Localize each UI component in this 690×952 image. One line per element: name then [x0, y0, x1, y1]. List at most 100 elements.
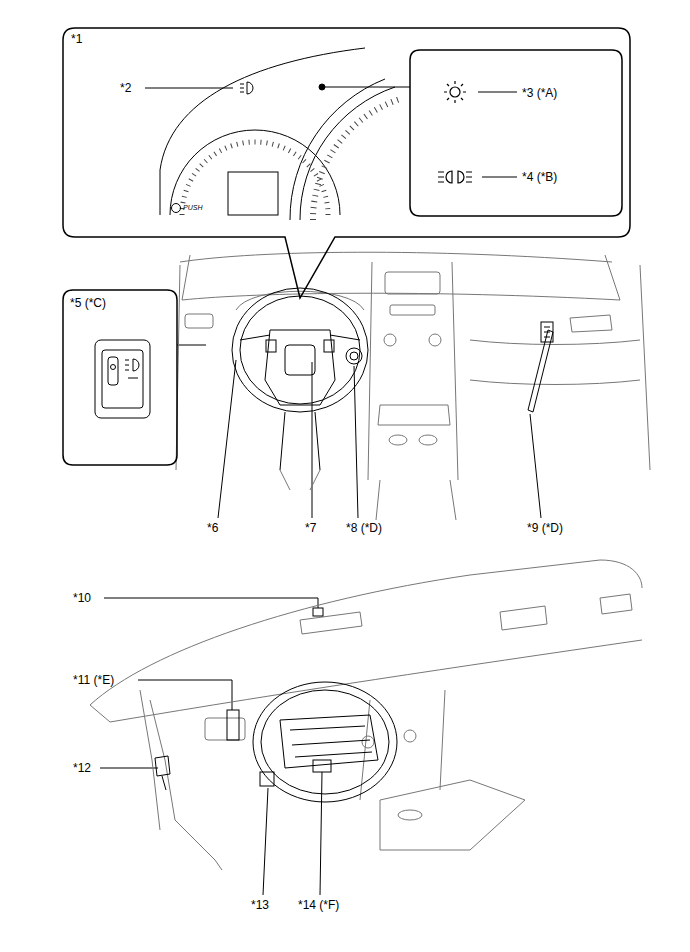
- combination-meter: [247, 82, 253, 94]
- instrument-panel-front: [378, 405, 450, 425]
- callout-number: *3 (*A): [522, 86, 557, 100]
- instrument-panel-front: [376, 480, 456, 520]
- combination-meter: [290, 79, 385, 220]
- dimmer-switch: [125, 360, 129, 370]
- lamp-symbol: [438, 81, 472, 183]
- instrument-panel-front: [385, 272, 440, 294]
- instrument-panel-perspective: [140, 690, 160, 830]
- leader-line: [320, 772, 322, 895]
- instrument-panel-perspective: [404, 730, 416, 742]
- combination-meter: [240, 84, 244, 92]
- glove-box-light-part: [544, 327, 550, 337]
- steering-wheel: [280, 412, 320, 470]
- instrument-panel-front: [452, 262, 458, 480]
- dimmer-switch: [128, 378, 138, 379]
- instrument-panel-front: [429, 334, 441, 346]
- callout-number: *2: [120, 81, 131, 95]
- instrument-panel-front: [176, 252, 650, 520]
- steering-column-parts: [290, 726, 372, 757]
- leader-line: [354, 366, 358, 518]
- leader-line: [530, 414, 541, 518]
- instrument-panel-front: [280, 470, 320, 490]
- steering-wheel: [350, 352, 358, 360]
- callout-number: *9 (*D): [527, 521, 563, 535]
- callout-number: *5 (*C): [70, 296, 106, 310]
- leader-line: [104, 598, 318, 608]
- instrument-panel-perspective: [380, 780, 525, 850]
- glove-box-light-part: [541, 322, 553, 342]
- panel-outline: [63, 290, 177, 465]
- leader-line: [325, 87, 410, 88]
- instrument-panel-front: [640, 265, 650, 470]
- leader-line: [138, 680, 232, 710]
- panel-outline: [63, 290, 177, 465]
- combination-meter: [228, 172, 278, 215]
- steering-column-parts: [313, 608, 323, 616]
- steering-column-parts: [227, 710, 239, 740]
- dimmer-switch: [95, 340, 150, 418]
- callout-number: *6: [207, 521, 218, 535]
- steering-column-parts: [261, 690, 389, 794]
- lamp-symbol: [450, 87, 460, 97]
- leader-line: [218, 360, 236, 518]
- instrument-panel-front: [384, 334, 396, 346]
- instrument-panel-front: [368, 262, 372, 480]
- panel-outline: [410, 50, 622, 216]
- leader-line: [177, 345, 206, 346]
- steering-column-parts: [313, 760, 331, 772]
- callout-panel: *5 (*C): [63, 290, 177, 465]
- combination-meter: [170, 130, 340, 215]
- lamp-symbol: [444, 81, 466, 103]
- steering-column-parts: [155, 756, 170, 776]
- panel-outline: [410, 50, 622, 216]
- instrument-panel-front: [605, 255, 620, 300]
- callout-number: *11 (*E): [73, 673, 114, 687]
- combination-meter: [319, 84, 325, 90]
- callout-number: *13: [251, 898, 269, 912]
- combination-meter: [172, 204, 181, 213]
- combination-meter: [313, 99, 400, 220]
- leader-line: [478, 92, 517, 93]
- instrument-panel-front: [470, 380, 640, 385]
- instrument-panel-perspective: [150, 700, 222, 870]
- instrument-panel-perspective: [600, 594, 632, 614]
- dimmer-switch: [95, 340, 150, 418]
- instrument-panel-front: [182, 255, 190, 300]
- leader-line: [145, 88, 233, 89]
- instrument-panel-perspective: [90, 640, 642, 722]
- glove-box-light-part: [528, 322, 553, 412]
- steering-column-parts: [260, 772, 274, 786]
- instrument-panel-front: [419, 435, 437, 445]
- steering-wheel: [285, 345, 315, 375]
- lamp-symbol: [438, 172, 444, 182]
- callout-number: *10: [73, 591, 91, 605]
- lamp-symbol: [466, 172, 472, 182]
- dimmer-switch: [133, 359, 139, 371]
- button-label: PUSH: [183, 203, 202, 212]
- callout-panel: *1*3 (*A)*4 (*B): [63, 28, 630, 237]
- steering-column-parts: [162, 776, 166, 790]
- steering-wheel: [266, 340, 276, 352]
- steering-wheel: [232, 288, 368, 412]
- instrument-panel-front: [180, 252, 612, 262]
- lamp-symbol: [446, 171, 452, 183]
- instrument-panel-front: [570, 315, 612, 332]
- callout-number: *12: [73, 761, 91, 775]
- panel-outline: [63, 28, 630, 237]
- steering-wheel: [240, 335, 360, 340]
- instrument-panel-perspective: [362, 736, 374, 748]
- instrument-panel-perspective: [500, 606, 547, 630]
- callout-number: *14 (*F): [298, 898, 339, 912]
- instrument-panel-front: [236, 291, 364, 310]
- steering-wheel: [232, 288, 368, 470]
- instrument-panel-perspective: [300, 612, 362, 634]
- steering-wheel: [324, 340, 334, 352]
- leader-line: [100, 768, 158, 769]
- panel-outline: [63, 28, 630, 298]
- symbol-panel: *3 (*A)*4 (*B): [410, 50, 622, 216]
- steering-wheel: [265, 330, 335, 405]
- instrument-panel-front: [470, 340, 640, 345]
- combination-meter: [160, 48, 400, 220]
